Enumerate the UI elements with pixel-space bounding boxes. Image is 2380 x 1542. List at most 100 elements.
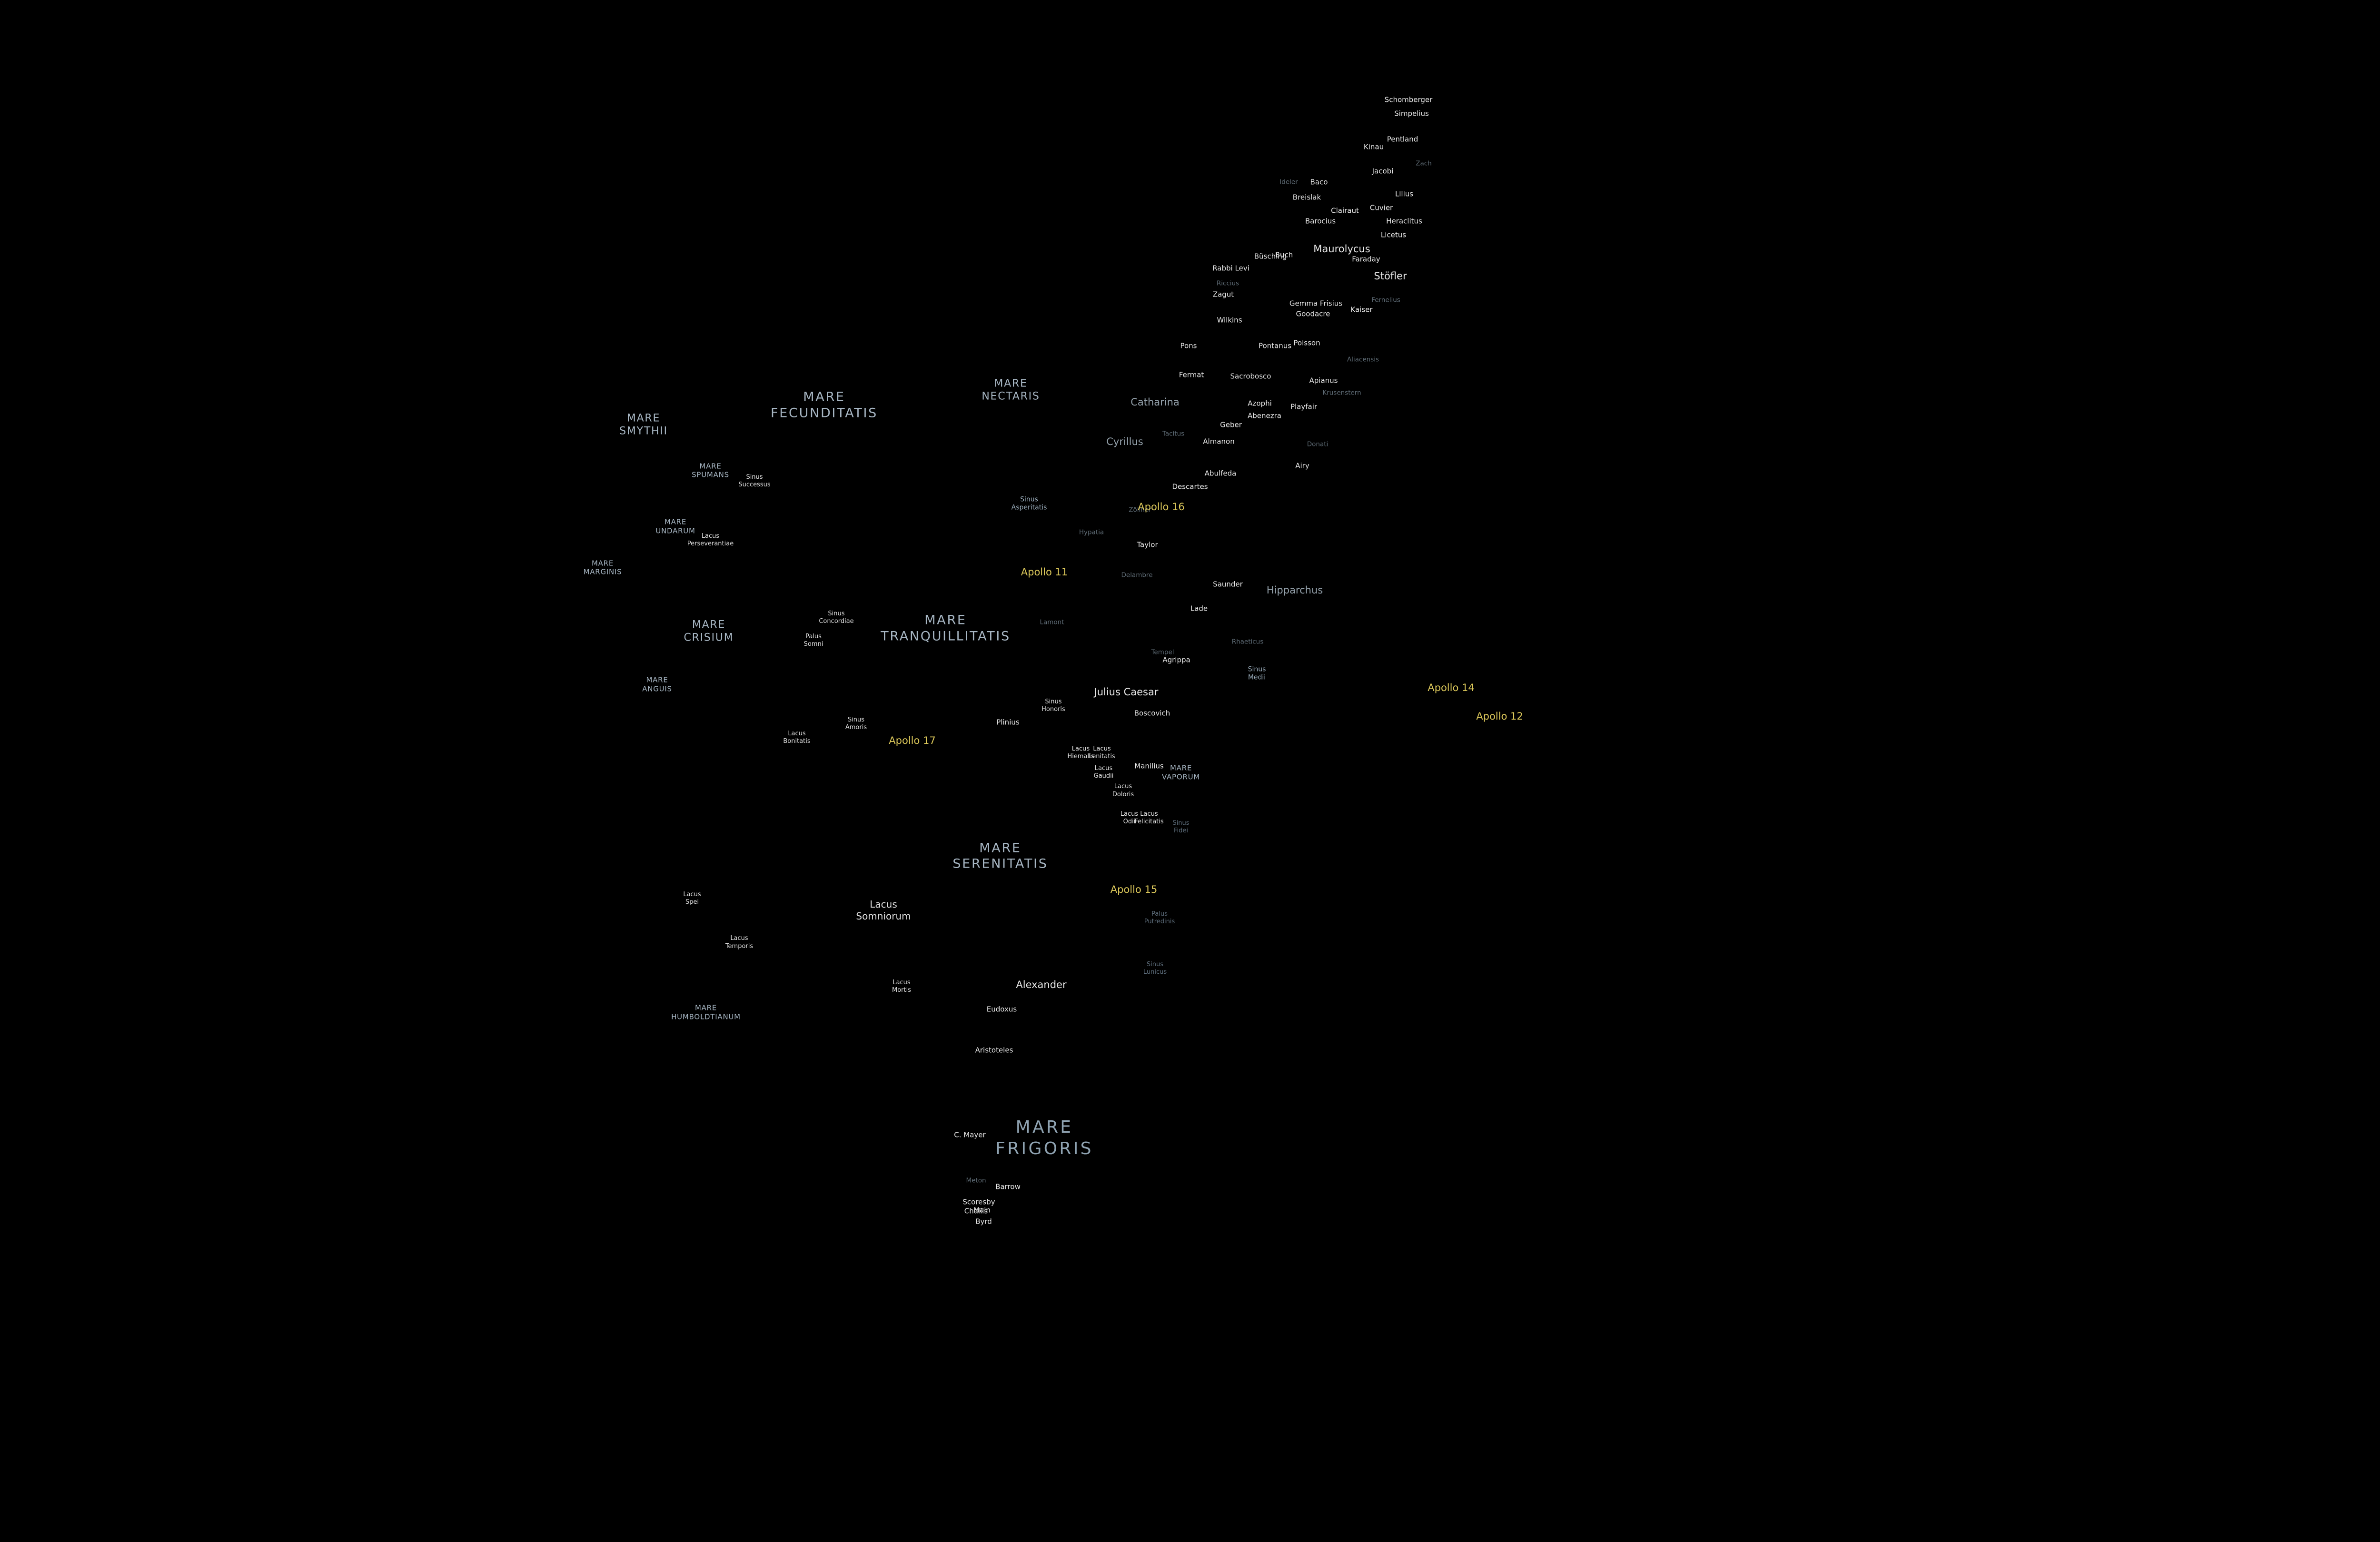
mare-label: MARE FRIGORIS [995,1117,1093,1159]
crater-label: Plinius [996,718,1020,727]
crater-label: Jacobi [1372,167,1394,176]
crater-label: Manilius [1134,762,1164,771]
crater-label: Azophi [1248,399,1272,408]
crater-label: Kaiser [1350,305,1373,314]
crater-label: Saunder [1213,580,1243,589]
crater-label: Fernelius [1371,296,1400,304]
lake-label: Lacus Temporis [725,935,754,950]
lake-label: Palus Putredinis [1144,910,1175,926]
crater-label: Meton [966,1176,986,1185]
crater-label: Donati [1307,440,1329,448]
lake-label: Lacus Perseverantiae [687,532,734,548]
crater-label: Alexander [1016,979,1067,991]
lake-label: Palus Somni [803,633,823,648]
crater-label: Descartes [1172,483,1208,492]
mare-label: MARE UNDARUM [655,517,695,535]
crater-label: Pontanus [1258,341,1292,350]
lake-label: Sinus Honoris [1041,698,1065,713]
crater-label: Pons [1180,341,1197,350]
lake-label: Lacus Spei [683,890,701,906]
crater-label: Simpelius [1394,109,1429,118]
apollo-site-label: Apollo 12 [1476,710,1523,722]
crater-label: Abenezra [1248,411,1281,420]
crater-label: Hypatia [1079,528,1104,536]
crater-label: Faraday [1352,255,1380,264]
crater-label: Zagut [1212,290,1234,299]
crater-label: Delambre [1121,571,1153,579]
crater-label: Baco [1310,178,1328,187]
crater-label: Catharina [1130,396,1180,408]
crater-label: Goodacre [1296,309,1330,318]
lake-label: Sinus Lunicus [1143,960,1167,976]
crater-label: Rabbi Levi [1212,264,1250,273]
crater-label: Ideler [1279,178,1298,186]
mare-label: MARE HUMBOLDTIANUM [671,1003,741,1021]
crater-label: Tacitus [1162,430,1185,438]
lake-label: Lacus Lenitatis [1089,745,1115,760]
crater-label: Zach [1416,159,1432,168]
crater-label: Abulfeda [1204,469,1237,478]
mare-label: MARE FECUNDITATIS [771,389,878,421]
crater-label: Cuvier [1369,203,1393,212]
apollo-site-label: Apollo 11 [1021,566,1068,578]
crater-label: Apianus [1309,376,1338,386]
crater-label: Krusenstern [1322,389,1361,397]
crater-label: Riccius [1216,279,1240,287]
apollo-site-label: Apollo 16 [1138,501,1185,513]
lake-label: Lacus Gaudii [1093,764,1114,780]
lake-label: Sinus Medii [1248,665,1266,682]
lake-label: Lacus Hiemalis [1067,745,1094,760]
crater-label: Kinau [1363,143,1384,151]
apollo-site-label: Apollo 17 [889,735,936,747]
mare-label: MARE SERENITATIS [952,840,1048,871]
crater-label: Gemma Frisius [1289,299,1343,308]
crater-label: Tempel [1151,648,1174,656]
crater-label: Licetus [1380,230,1407,239]
lake-label: Sinus Concordiae [819,610,854,625]
crater-label: Aristoteles [975,1046,1013,1055]
lake-label: Sinus Fidei [1172,819,1190,834]
crater-label: Byrd [975,1217,992,1226]
lake-label: Lacus Somniorum [856,899,911,922]
mare-label: MARE ANGUIS [642,675,672,693]
mare-label: MARE TRANQUILLITATIS [881,613,1011,644]
lake-label: Lacus Bonitatis [783,730,811,745]
crater-label: Geber [1220,420,1242,429]
mare-label: MARE VAPORUM [1161,763,1200,781]
mare-label: MARE SPUMANS [692,461,729,479]
crater-label: Scoresby [962,1197,995,1206]
lake-label: Lacus Doloris [1112,783,1134,798]
crater-label: Eudoxus [986,1005,1017,1014]
lake-label: Sinus Asperitatis [1011,495,1047,512]
lake-label: Lacus Felicitatis [1134,810,1164,825]
crater-label: Büsching [1254,252,1287,261]
crater-label: Wilkins [1217,316,1242,325]
crater-label: Julius Caesar [1094,686,1159,698]
crater-label: Heraclitus [1386,217,1422,226]
mare-label: MARE SMYTHII [619,412,668,437]
crater-label: Aliacensis [1347,356,1379,364]
crater-label: Playfair [1290,402,1318,411]
apollo-site-label: Apollo 14 [1428,682,1475,693]
crater-label: Zöllner [1129,506,1151,514]
crater-label: Stöfler [1374,270,1407,282]
crater-label: Taylor [1137,540,1158,549]
crater-label: C. Mayer [954,1130,986,1139]
crater-label: Clairaut [1331,206,1359,215]
crater-label: Lilius [1395,189,1414,198]
mare-label: MARE MARGINIS [583,558,622,576]
crater-label: Maurolycus [1313,243,1370,255]
crater-label: Breislak [1292,193,1321,202]
crater-label: Schomberger [1384,96,1433,104]
crater-label: Barrow [995,1182,1021,1191]
crater-label: Challis [964,1206,988,1216]
mare-label: MARE CRISIUM [684,619,734,644]
crater-label: Boscovich [1134,709,1170,718]
lake-label: Lacus Odii [1120,810,1139,825]
apollo-site-label: Apollo 15 [1110,883,1158,895]
crater-label: Main [973,1206,991,1215]
crater-label: Hipparchus [1266,584,1323,596]
crater-label: Barocius [1305,217,1336,226]
crater-label: Rhaeticus [1231,638,1264,646]
